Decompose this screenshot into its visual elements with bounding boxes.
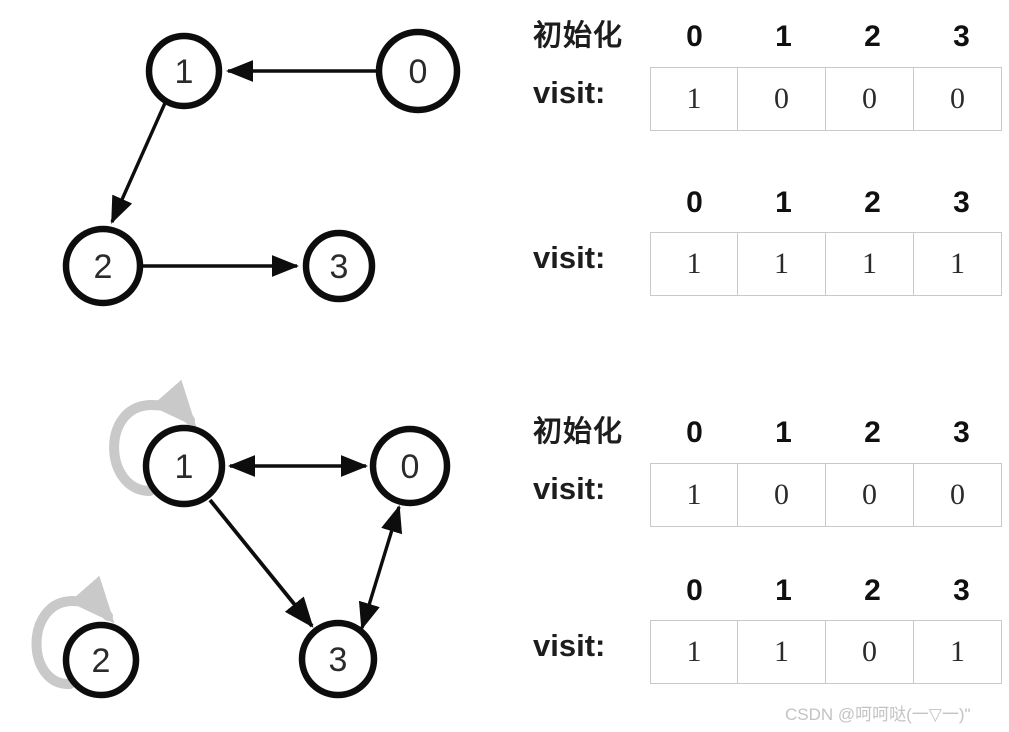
visit-value-row: 1 0 0 0	[650, 67, 1002, 131]
column-header: 2	[864, 574, 881, 607]
column-header: 3	[953, 20, 970, 53]
graph-node-2-label: 2	[92, 642, 111, 680]
graph-node-0	[369, 425, 451, 507]
column-header: 1	[775, 20, 792, 53]
visit-cell: 1	[914, 620, 1002, 684]
column-header: 0	[686, 416, 703, 449]
graph-top-svg: 1 0 2 3	[62, 28, 461, 307]
visit-cell: 1	[738, 620, 826, 684]
column-header-row: 0 1 2 3	[650, 22, 1006, 52]
graph-node-1-label: 1	[175, 53, 194, 91]
visit-cell: 1	[738, 232, 826, 296]
visit-cell: 0	[826, 620, 914, 684]
column-header: 2	[864, 186, 881, 219]
visit-cell: 1	[650, 67, 738, 131]
graph-node-3-label: 3	[329, 641, 348, 679]
column-header-row: 0 1 2 3	[650, 576, 1006, 606]
graph-node-2	[62, 621, 140, 699]
visit-value-row: 1 0 0 0	[650, 463, 1002, 527]
column-header: 3	[953, 186, 970, 219]
visit-cell: 0	[826, 463, 914, 527]
column-header: 2	[864, 416, 881, 449]
visit-cell: 1	[650, 463, 738, 527]
graph-node-0-label: 0	[401, 448, 420, 486]
edge-1-to-2	[110, 102, 167, 224]
column-header: 1	[775, 416, 792, 449]
column-header: 1	[775, 186, 792, 219]
column-header: 1	[775, 574, 792, 607]
visit-cell: 0	[914, 463, 1002, 527]
visit-cell: 0	[914, 67, 1002, 131]
graph-node-1	[145, 32, 223, 110]
visit-cell: 1	[914, 232, 1002, 296]
visit-value-row: 1 1 0 1	[650, 620, 1002, 684]
self-loop-node-1	[109, 379, 197, 496]
graph-node-3-label: 3	[330, 248, 349, 286]
graph-node-0-label: 0	[409, 53, 428, 91]
edge-1-to-3	[208, 498, 314, 628]
graph-directed-chain: 1 0 2 3	[0, 0, 520, 360]
column-header: 2	[864, 20, 881, 53]
column-header-row: 0 1 2 3	[650, 188, 1006, 218]
graph-node-3	[302, 229, 376, 303]
csdn-watermark: CSDN @呵呵哒(一▽一)"	[785, 705, 971, 724]
graph-bidirectional-cycle: 1 0 2 3	[0, 360, 520, 732]
visit-cell: 0	[826, 67, 914, 131]
column-header-row: 0 1 2 3	[650, 418, 1006, 448]
init-label: 初始化	[533, 20, 624, 52]
column-header: 0	[686, 20, 703, 53]
column-header: 0	[686, 574, 703, 607]
edge-3-to-0-bidirectional	[358, 505, 403, 630]
visit-row-label: visit:	[533, 240, 606, 275]
visit-cell: 1	[650, 232, 738, 296]
visit-cell: 1	[826, 232, 914, 296]
graph-node-0	[375, 28, 461, 114]
visit-value-row: 1 1 1 1	[650, 232, 1002, 296]
graph-bottom-svg: 1 0 2 3	[31, 379, 451, 699]
visit-row-label: visit:	[533, 75, 606, 110]
visit-row-label: visit:	[533, 471, 606, 506]
column-header: 3	[953, 416, 970, 449]
graph-node-1	[142, 424, 226, 508]
column-header: 0	[686, 186, 703, 219]
graph-node-1-label: 1	[175, 448, 194, 486]
visit-cell: 0	[738, 67, 826, 131]
init-label: 初始化	[533, 416, 624, 448]
visit-row-label: visit:	[533, 628, 606, 663]
graph-node-2	[62, 225, 144, 307]
graph-node-2-label: 2	[94, 248, 113, 286]
visit-cell: 1	[650, 620, 738, 684]
graph-node-3	[298, 619, 378, 699]
visit-cell: 0	[738, 463, 826, 527]
column-header: 3	[953, 574, 970, 607]
self-loop-node-2	[31, 575, 115, 690]
